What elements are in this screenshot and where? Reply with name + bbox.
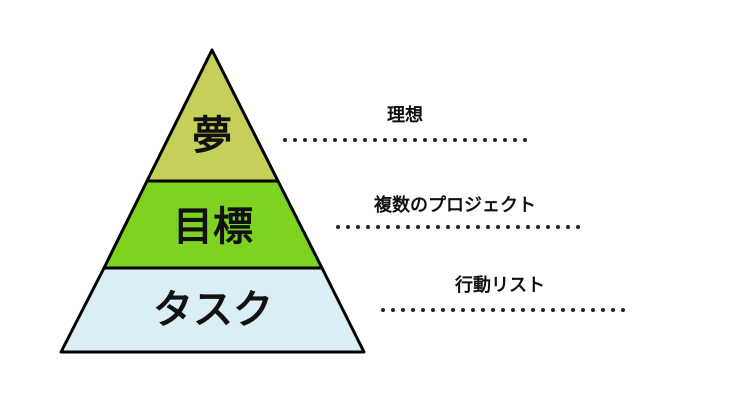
leader-dot bbox=[403, 138, 407, 142]
leader-dot bbox=[561, 308, 565, 312]
leader-dot bbox=[456, 225, 460, 229]
dotted-leader-line-projects bbox=[336, 225, 580, 229]
leader-dot bbox=[381, 308, 385, 312]
leader-dot bbox=[531, 308, 535, 312]
leader-dot bbox=[431, 308, 435, 312]
leader-dot bbox=[366, 225, 370, 229]
leader-dot bbox=[463, 138, 467, 142]
leader-dot bbox=[536, 225, 540, 229]
tier-label-dream: 夢 bbox=[192, 113, 232, 159]
leader-dot bbox=[523, 138, 527, 142]
leader-dot bbox=[383, 138, 387, 142]
leader-dot bbox=[461, 308, 465, 312]
leader-dot bbox=[346, 225, 350, 229]
tier-label-goal: 目標 bbox=[173, 204, 253, 250]
leader-dot bbox=[293, 138, 297, 142]
leader-dot bbox=[343, 138, 347, 142]
leader-dot bbox=[486, 225, 490, 229]
annotation-action-list: 行動リスト bbox=[454, 274, 545, 296]
leader-dot bbox=[526, 225, 530, 229]
leader-dot bbox=[353, 138, 357, 142]
leader-dot bbox=[373, 138, 377, 142]
leader-dot bbox=[471, 308, 475, 312]
leader-dot bbox=[516, 225, 520, 229]
pyramid-tier-task bbox=[59, 266, 366, 354]
leader-dot bbox=[483, 138, 487, 142]
leader-dot bbox=[391, 308, 395, 312]
leader-dot bbox=[506, 225, 510, 229]
leader-dot bbox=[376, 225, 380, 229]
leader-dot bbox=[611, 308, 615, 312]
tier-label-task: タスク bbox=[153, 287, 273, 333]
leader-dot bbox=[411, 308, 415, 312]
leader-dot bbox=[426, 225, 430, 229]
leader-dot bbox=[453, 138, 457, 142]
leader-dot bbox=[591, 308, 595, 312]
leader-dot bbox=[303, 138, 307, 142]
leader-dot bbox=[333, 138, 337, 142]
leader-dot bbox=[313, 138, 317, 142]
leader-dot bbox=[521, 308, 525, 312]
leader-dot bbox=[576, 225, 580, 229]
leader-dot bbox=[421, 308, 425, 312]
dotted-leader-line-ideal bbox=[283, 138, 527, 142]
leader-dot bbox=[551, 308, 555, 312]
leader-dot bbox=[451, 308, 455, 312]
leader-dot bbox=[443, 138, 447, 142]
leader-dot bbox=[541, 308, 545, 312]
leader-dot bbox=[621, 308, 625, 312]
leader-dot bbox=[571, 308, 575, 312]
leader-dot bbox=[436, 225, 440, 229]
leader-dot bbox=[386, 225, 390, 229]
leader-dot bbox=[433, 138, 437, 142]
leader-dot bbox=[503, 138, 507, 142]
leader-dot bbox=[493, 138, 497, 142]
annotation-multiple-projects: 複数のプロジェクト bbox=[373, 194, 536, 216]
leader-dot bbox=[601, 308, 605, 312]
leader-dot bbox=[336, 225, 340, 229]
leader-dot bbox=[501, 308, 505, 312]
leader-dot bbox=[466, 225, 470, 229]
leader-dot bbox=[581, 308, 585, 312]
leader-dot bbox=[476, 225, 480, 229]
leader-dot bbox=[481, 308, 485, 312]
leader-dot bbox=[546, 225, 550, 229]
leader-dot bbox=[363, 138, 367, 142]
leader-dot bbox=[496, 225, 500, 229]
leader-dot bbox=[406, 225, 410, 229]
leader-dot bbox=[396, 225, 400, 229]
leader-dot bbox=[441, 308, 445, 312]
leader-dot bbox=[513, 138, 517, 142]
leader-dot bbox=[491, 308, 495, 312]
leader-dot bbox=[511, 308, 515, 312]
leader-dot bbox=[473, 138, 477, 142]
leader-dot bbox=[413, 138, 417, 142]
leader-dot bbox=[566, 225, 570, 229]
leader-dot bbox=[446, 225, 450, 229]
leader-dot bbox=[283, 138, 287, 142]
leader-dot bbox=[401, 308, 405, 312]
leader-dot bbox=[556, 225, 560, 229]
leader-dot bbox=[416, 225, 420, 229]
leader-dot bbox=[323, 138, 327, 142]
leader-dot bbox=[423, 138, 427, 142]
dotted-leader-line-actions bbox=[381, 308, 625, 312]
leader-dot bbox=[393, 138, 397, 142]
annotation-ideal: 理想 bbox=[387, 104, 423, 126]
leader-dot bbox=[356, 225, 360, 229]
